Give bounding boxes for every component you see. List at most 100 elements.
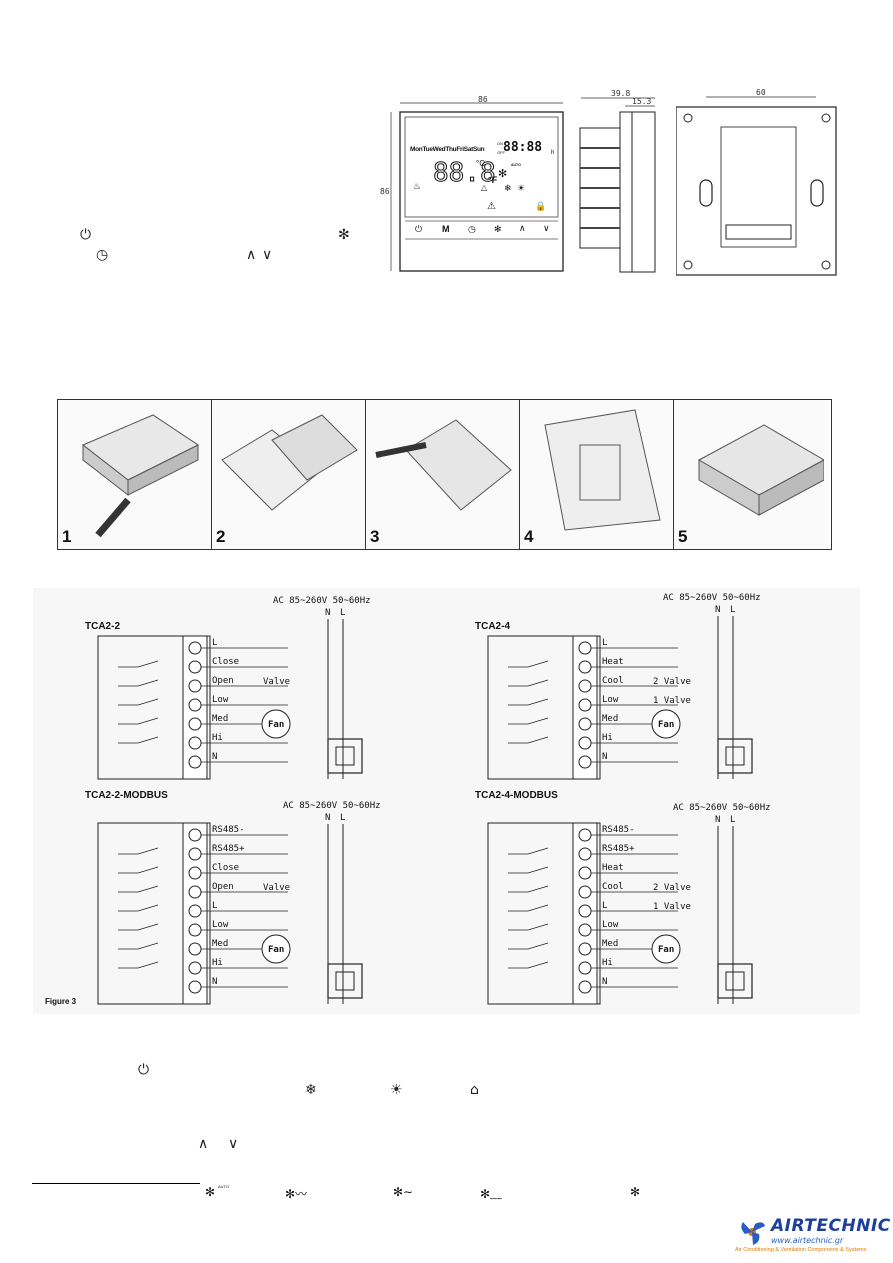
logo-url: www.airtechnic.gr xyxy=(771,1236,844,1245)
front-width-label: 86 xyxy=(478,95,488,104)
down-icon-bottom: ∨ xyxy=(228,1136,239,1152)
wiring-4-wire-label: RS485- xyxy=(602,825,635,835)
wiring-4-terminal xyxy=(578,923,592,937)
wiring-2-enclosure xyxy=(487,635,601,780)
wiring-2-terminal xyxy=(578,736,592,750)
wiring-2-terminal xyxy=(578,698,592,712)
wiring-1-title: TCA2-2 xyxy=(85,621,120,632)
wiring-3-wire-label: Close xyxy=(212,863,239,873)
wiring-1-terminal xyxy=(188,641,202,655)
wiring-3-relay-contact xyxy=(137,847,159,855)
lcd-heat-icon: ♨ xyxy=(413,181,422,191)
wiring-4-terminal xyxy=(578,942,592,956)
front-clock-button[interactable]: ◷ xyxy=(468,224,476,234)
figure-3-label: Figure 3 xyxy=(45,997,77,1006)
wiring-4-supply: AC 85~260V 50~60Hz xyxy=(673,803,771,813)
lcd-bell-icon: △ xyxy=(481,183,488,192)
back-view: 60 xyxy=(676,85,841,280)
wiring-3-terminal xyxy=(188,828,202,842)
wiring-1-supply: AC 85~260V 50~60Hz xyxy=(273,596,371,606)
lcd-lock-icon: 🔒 xyxy=(535,201,547,211)
wiring-3-thermostat-inner xyxy=(335,971,355,991)
house-icon: ⌂ xyxy=(470,1082,479,1098)
down-icon: ∨ xyxy=(262,247,273,263)
wiring-4-relay-contact xyxy=(527,885,549,893)
logo-tagline: Air Conditioning & Ventilation Component… xyxy=(735,1247,867,1253)
wiring-1-wire-label: Close xyxy=(212,657,239,667)
wiring-3-wire-label: Med xyxy=(212,939,228,949)
wiring-2-relay-contact xyxy=(527,736,549,744)
lcd-temp: 88.8 xyxy=(433,158,497,189)
wiring-3-terminal xyxy=(188,904,202,918)
wiring-4-terminal xyxy=(578,961,592,975)
wiring-4-wire-label: L xyxy=(602,901,607,911)
back-width-label: 60 xyxy=(756,88,766,97)
step-3: 3 xyxy=(366,400,520,549)
wiring-2-wire-label: N xyxy=(602,752,607,762)
wiring-3-terminal xyxy=(188,923,202,937)
wiring-4-fan-motor xyxy=(651,934,681,964)
wiring-2-title: TCA2-4 xyxy=(475,621,510,632)
wiring-1-relay-contact xyxy=(137,717,159,725)
wiring-2-terminal xyxy=(578,717,592,731)
wiring-4-relay-contact xyxy=(527,942,549,950)
wiring-4-terminal xyxy=(578,885,592,899)
wiring-3-wire-label: N xyxy=(212,977,217,987)
up-icon: ∧ xyxy=(246,247,257,263)
wiring-4-fan-label: Fan xyxy=(658,945,674,955)
front-fan-button[interactable]: ✻ xyxy=(494,224,502,234)
wiring-3-relay-contact xyxy=(137,885,159,893)
fan-high-icon: ✻〰 xyxy=(285,1187,308,1201)
step-4: 4 xyxy=(520,400,674,549)
wiring-1-l-label: L xyxy=(340,608,345,618)
lcd-warning-icon: ⚠ xyxy=(487,201,496,212)
wiring-1-relay-contact xyxy=(137,660,159,668)
wiring-2-fan-motor xyxy=(651,709,681,739)
wiring-4-relay-contact xyxy=(527,847,549,855)
wiring-4-wire-label: Med xyxy=(602,939,618,949)
front-up-button[interactable]: ∧ xyxy=(519,223,526,233)
wiring-3-terminal xyxy=(188,961,202,975)
wiring-2-wire-label: Heat xyxy=(602,657,624,667)
wiring-3-l-label: L xyxy=(340,813,345,823)
wiring-3-terminal xyxy=(188,866,202,880)
fan-icon-footnote: ✻ xyxy=(630,1185,641,1199)
fan-icon: ✻ xyxy=(338,227,350,243)
front-down-button[interactable]: ∨ xyxy=(543,223,550,233)
wiring-1-fan-label: Fan xyxy=(268,720,284,730)
sun-icon: ☀ xyxy=(390,1082,403,1098)
lcd-snowflake-icon: ❄ xyxy=(504,183,512,193)
wiring-3-supply: AC 85~260V 50~60Hz xyxy=(283,801,381,811)
step-2-number: 2 xyxy=(216,527,226,546)
wiring-3-wire-label: RS485+ xyxy=(212,844,245,854)
wiring-4-thermostat-inner xyxy=(725,971,745,991)
wiring-2-relay-contact xyxy=(527,698,549,706)
wiring-1-wire-label: Low xyxy=(212,695,229,705)
wiring-1-relay-contact xyxy=(137,736,159,744)
fan-auto-icon: ✻ xyxy=(205,1185,216,1199)
power-icon-bottom: ⏻ xyxy=(138,1062,150,1078)
wiring-3-fan-motor xyxy=(261,934,291,964)
wiring-4-terminal xyxy=(578,980,592,994)
fan-low-icon: ✻﹏ xyxy=(480,1187,503,1201)
footnote-rule xyxy=(32,1183,200,1184)
wiring-2-l-label: L xyxy=(730,605,735,615)
wiring-3-wire-label: RS485- xyxy=(212,825,245,835)
lcd-sun-icon: ☀ xyxy=(517,183,526,193)
wiring-1-thermostat-inner xyxy=(335,746,355,766)
wiring-4-terminal xyxy=(578,847,592,861)
wiring-3-wire-label: Open xyxy=(212,882,234,892)
wiring-1-wire-label: L xyxy=(212,638,217,648)
wiring-2-valve-label: 1 Valve xyxy=(653,696,691,706)
logo-brand: AIRTECHNIC xyxy=(771,1216,891,1236)
wiring-1-terminal xyxy=(188,660,202,674)
wiring-2-wire-label: L xyxy=(602,638,607,648)
front-power-button[interactable]: ⏻ xyxy=(415,224,423,234)
wiring-4-valve-label: 1 Valve xyxy=(653,902,691,912)
wiring-3-wire-label: Low xyxy=(212,920,229,930)
wiring-1-terminal xyxy=(188,679,202,693)
wiring-1-terminal xyxy=(188,755,202,769)
wiring-4-wire-label: Cool xyxy=(602,882,624,892)
wiring-4-terminal xyxy=(578,866,592,880)
front-mode-button[interactable]: M xyxy=(442,224,450,234)
